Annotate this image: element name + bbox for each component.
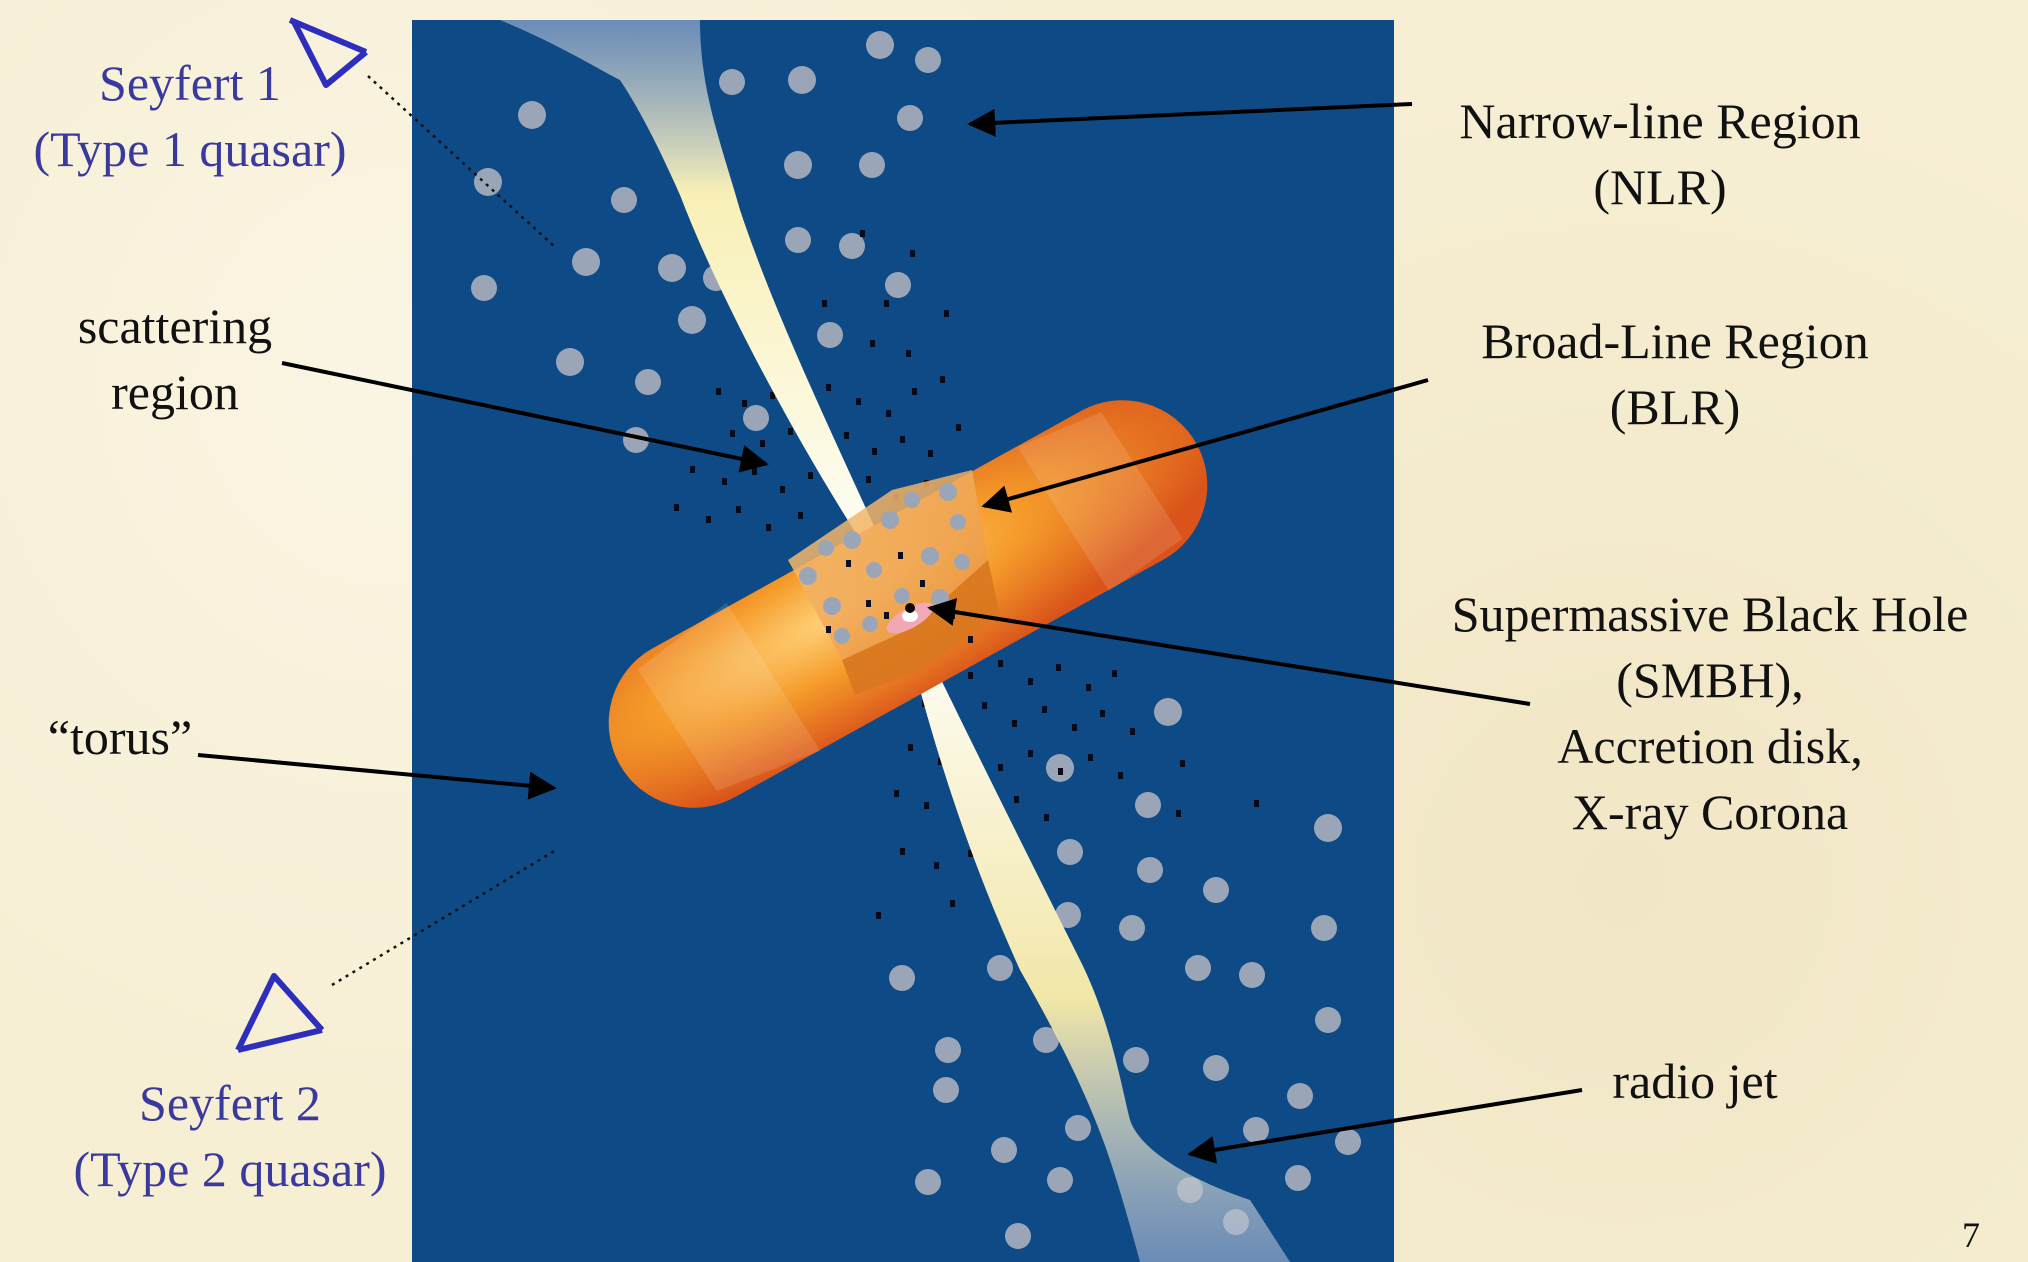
scattering-region-label: scattering region: [40, 293, 310, 425]
seyfert2-eye-icon: [238, 976, 322, 1050]
seyfert1-label: Seyfert 1 (Type 1 quasar): [0, 50, 380, 182]
nlr-title: Narrow-line Region: [1400, 88, 1920, 154]
blr-title: Broad-Line Region: [1420, 308, 1930, 374]
nlr-subtitle: (NLR): [1400, 154, 1920, 220]
radio-jet-label: radio jet: [1580, 1048, 1810, 1114]
nlr-label: Narrow-line Region (NLR): [1400, 88, 1920, 220]
torus-label-text: “torus”: [20, 704, 220, 770]
torus-label: “torus”: [20, 704, 220, 770]
xray-corona-text: X-ray Corona: [1410, 779, 2010, 845]
seyfert2-subtitle: (Type 2 quasar): [40, 1136, 420, 1202]
seyfert1-subtitle: (Type 1 quasar): [0, 116, 380, 182]
blr-label: Broad-Line Region (BLR): [1420, 308, 1930, 440]
page-number: 7: [1962, 1214, 1980, 1256]
smbh-label: Supermassive Black Hole (SMBH), Accretio…: [1410, 581, 2010, 845]
seyfert2-label: Seyfert 2 (Type 2 quasar): [40, 1070, 420, 1202]
accretion-disk-text: Accretion disk,: [1410, 713, 2010, 779]
blr-subtitle: (BLR): [1420, 374, 1930, 440]
scattering-label-line1: scattering: [40, 293, 310, 359]
scattering-label-line2: region: [40, 359, 310, 425]
radio-jet-label-text: radio jet: [1580, 1048, 1810, 1114]
smbh-abbrev: (SMBH),: [1410, 647, 2010, 713]
seyfert2-title: Seyfert 2: [40, 1070, 420, 1136]
smbh-title: Supermassive Black Hole: [1410, 581, 2010, 647]
seyfert1-title: Seyfert 1: [0, 50, 380, 116]
